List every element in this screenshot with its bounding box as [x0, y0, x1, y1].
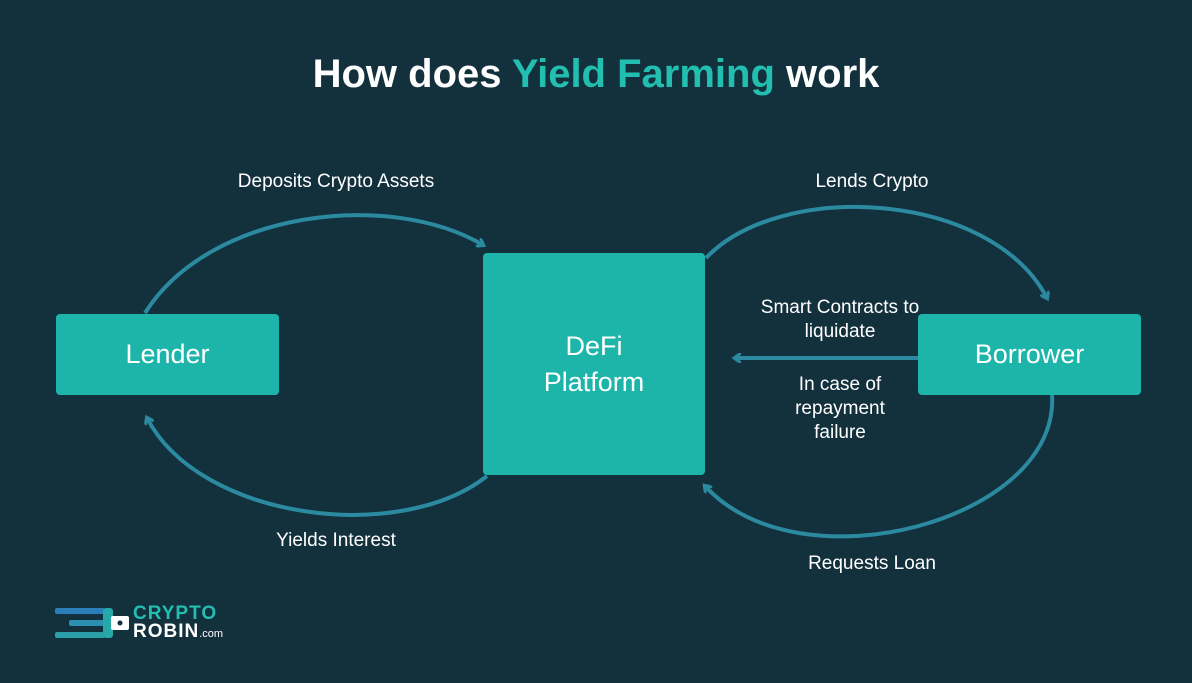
- logo-text-line1: CRYPTO: [133, 603, 218, 624]
- defi-label-line1: DeFi: [565, 331, 623, 361]
- lends-label: Lends Crypto: [815, 171, 929, 192]
- title-suffix: work: [774, 52, 880, 96]
- failure-label: In case of repayment failure: [795, 374, 885, 443]
- lends-arrow: [704, 204, 1047, 298]
- requests-arrow: [705, 394, 1055, 539]
- requests-label: Requests Loan: [808, 553, 936, 574]
- lender-label: Lender: [125, 339, 210, 369]
- title-prefix: How does: [312, 52, 512, 96]
- deposits-arrow: [143, 213, 483, 315]
- logo-icon: [55, 608, 129, 638]
- logo-text-robin: ROBIN: [133, 621, 200, 642]
- borrower-label: Borrower: [974, 339, 1085, 369]
- lender-node: Lender: [56, 314, 279, 395]
- page-title: How does Yield Farming work: [0, 52, 1192, 97]
- yields-label: Yields Interest: [276, 530, 396, 551]
- yields-arrow: [147, 418, 489, 517]
- deposits-label: Deposits Crypto Assets: [237, 171, 435, 192]
- title-highlight: Yield Farming: [511, 52, 775, 96]
- borrower-node: Borrower: [918, 314, 1141, 395]
- logo-text-suffix: .com: [199, 628, 224, 640]
- smart-contracts-label: Smart Contracts to liquidate: [760, 297, 920, 342]
- cryptorobin-logo: CRYPTO ROBIN.com: [55, 603, 223, 645]
- defi-label-line2: Platform: [543, 367, 645, 397]
- logo-text-line2: ROBIN.com: [133, 621, 223, 643]
